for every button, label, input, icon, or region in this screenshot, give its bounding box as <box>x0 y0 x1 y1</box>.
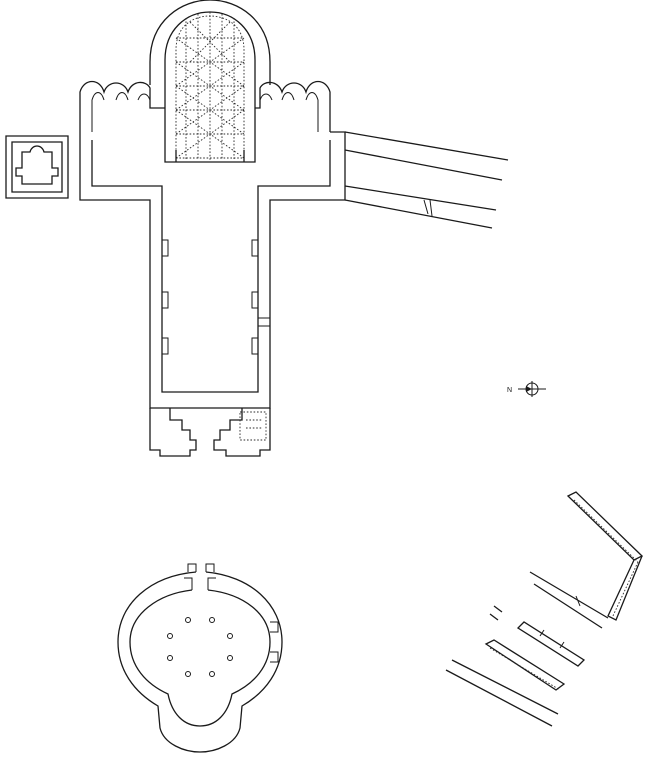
right-transept-lobes-inner <box>259 92 319 132</box>
apse-vault-ribs <box>175 12 245 160</box>
transept-outer-wall <box>79 131 346 409</box>
column-marker <box>227 633 233 639</box>
detached-shrine-plan <box>5 135 69 199</box>
column-marker <box>209 617 215 623</box>
narthex-walls <box>149 408 197 457</box>
chancel-walls <box>164 88 256 163</box>
right-transept-lobes <box>255 80 331 132</box>
annex-wall-upper <box>344 131 509 200</box>
rotunda-buttresses <box>270 621 279 663</box>
apse-outer-wall <box>149 0 271 85</box>
left-transept-lobes <box>79 80 165 132</box>
rotunda-entrance-left <box>184 563 197 590</box>
transept-inner-wall <box>91 140 331 393</box>
rotunda-plan <box>117 563 283 753</box>
column-marker <box>185 671 191 677</box>
north-arrow: N <box>507 381 546 397</box>
rotunda-entrance-right <box>205 563 216 590</box>
column-marker <box>185 617 191 623</box>
column-marker <box>209 671 215 677</box>
main-church-plan <box>79 0 346 457</box>
compass-north-label: N <box>507 387 512 394</box>
column-marker <box>167 655 173 661</box>
nave-wall-niches <box>162 239 270 355</box>
left-transept-lobes-inner <box>91 92 151 132</box>
ruined-foundations-plan <box>445 491 644 727</box>
annex-wall-lower <box>344 185 497 229</box>
rotunda-columns <box>167 617 233 677</box>
rotunda-outer-wall <box>117 571 283 753</box>
column-marker <box>167 633 173 639</box>
column-marker <box>227 655 233 661</box>
narthex-dotted-floor <box>239 411 267 441</box>
narthex-walls-right <box>213 408 271 457</box>
rotunda-inner-wall <box>129 589 271 727</box>
